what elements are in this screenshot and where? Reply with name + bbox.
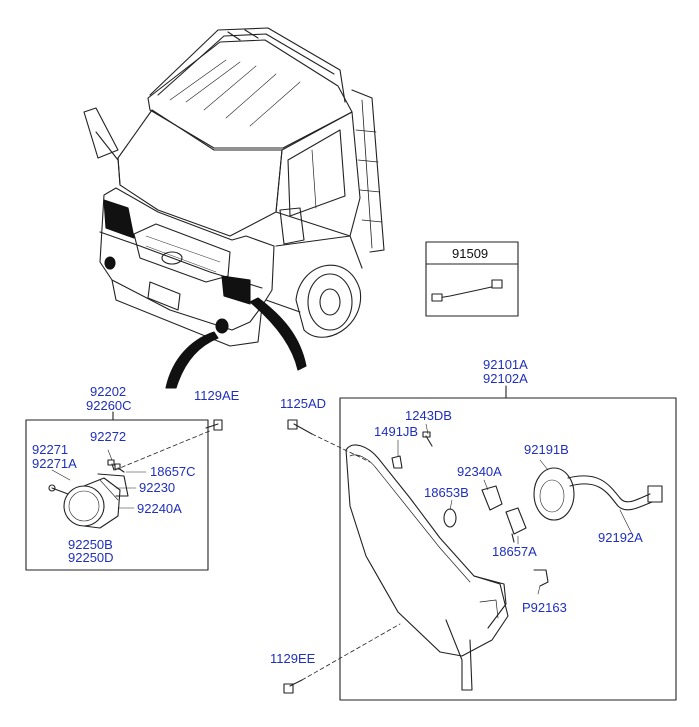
part-label-92272: 92272	[90, 429, 127, 444]
part-label-92192a: 92192A	[598, 530, 643, 545]
part-label-92102a: 92102A	[483, 371, 528, 386]
part-label-92202: 92202	[90, 384, 127, 399]
part-label-1125ad: 1125AD	[280, 396, 327, 411]
part-label-92240a: 92240A	[137, 501, 182, 516]
part-label-18657c: 18657C	[150, 464, 196, 479]
part-label-1491jb: 1491JB	[374, 424, 419, 439]
part-label-p92163: P92163	[522, 600, 567, 615]
part-label-92271a: 92271A	[32, 456, 77, 471]
part-label-1129ee: 1129EE	[270, 651, 316, 666]
part-label-92101a: 92101A	[483, 357, 528, 372]
part-label-92230: 92230	[139, 480, 176, 495]
part-label-92260c: 92260C	[86, 398, 132, 413]
part-label-92250b: 92250B	[68, 537, 113, 552]
part-label-1129ae: 1129AE	[194, 388, 240, 403]
part-label-92271: 92271	[32, 442, 69, 457]
part-label-18657a: 18657A	[492, 544, 537, 559]
part-label-92340a: 92340A	[457, 464, 502, 479]
part-label-18653b: 18653B	[424, 485, 469, 500]
part-label-91509: 91509	[452, 246, 489, 261]
truck-illustration	[83, 27, 385, 347]
part-label-92250d: 92250D	[68, 550, 114, 565]
part-label-92191b: 92191B	[524, 442, 569, 457]
part-label-1243db: 1243DB	[405, 408, 452, 423]
